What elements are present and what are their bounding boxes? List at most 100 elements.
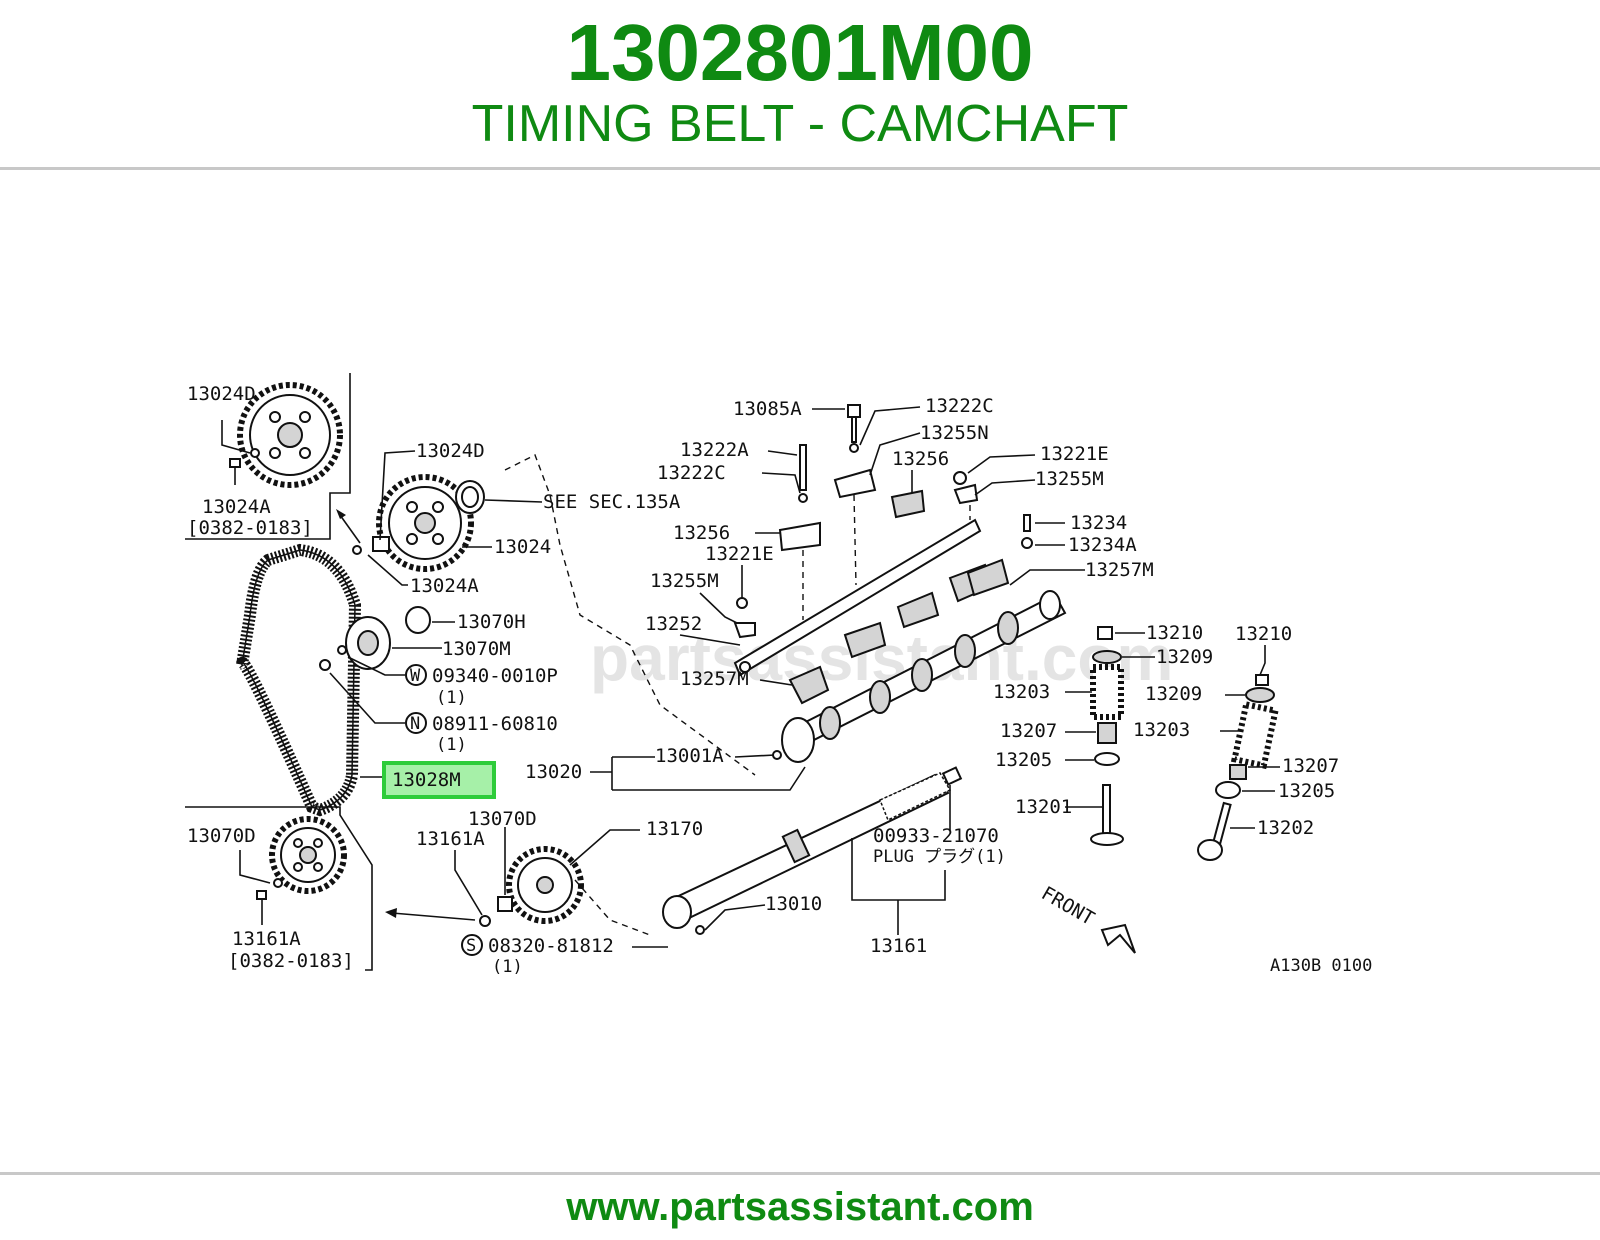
sprocket-top-left <box>237 382 343 488</box>
label-13234A: 13234A <box>1068 534 1137 556</box>
header-divider <box>0 167 1600 170</box>
rocker-shaft <box>733 518 982 677</box>
label-08911-60810: 08911-60810 <box>432 713 558 735</box>
tensioner-washer <box>337 645 347 655</box>
rocker-shaft-end <box>739 661 751 673</box>
label-13201: 13201 <box>1015 796 1072 818</box>
clip-13221E-top <box>953 471 967 485</box>
symbol-n: N <box>410 714 420 734</box>
page-header: 1302801M00 TIMING BELT - CAMCHAFT <box>0 0 1600 168</box>
leader <box>679 634 741 646</box>
arrow-inset-bottom <box>391 912 476 921</box>
label-13024: 13024 <box>494 536 551 558</box>
leader <box>974 479 1036 496</box>
label-13070H: 13070H <box>457 611 526 633</box>
label-13170: 13170 <box>646 818 703 840</box>
pin-13001A <box>772 750 782 760</box>
label-13085A: 13085A <box>733 398 802 420</box>
label-13070M: 13070M <box>442 638 511 660</box>
label-13255M-mid: 13255M <box>650 570 719 592</box>
label-00933-21070: 00933-21070 <box>873 825 999 847</box>
leader <box>761 472 801 494</box>
camshaft-sprocket <box>376 474 474 572</box>
label-s-qty: (1) <box>492 957 523 977</box>
washer-13222C-mid <box>798 493 808 503</box>
inset-frame-bottom <box>185 806 373 971</box>
label-13234: 13234 <box>1070 512 1127 534</box>
arrow-inset-top <box>339 514 361 544</box>
label-13252: 13252 <box>645 613 702 635</box>
label-09340-0010P: 09340-0010P <box>432 665 558 687</box>
arrow-head <box>385 908 397 918</box>
leader <box>767 450 798 456</box>
bolt-13085A <box>851 416 857 443</box>
label-13202: 13202 <box>1257 817 1314 839</box>
plate-13070D <box>497 896 513 912</box>
shaft-13010 <box>662 766 963 929</box>
label-13010: 13010 <box>765 893 822 915</box>
leader <box>1009 569 1085 586</box>
parts-diagram: partsassistant.com 13024D 13024A [0382-0… <box>180 345 1420 1010</box>
screw-13234 <box>1023 514 1031 532</box>
washer-bottom-left <box>273 878 283 888</box>
label-13024D-top: 13024D <box>187 383 256 405</box>
sprocket-bottom-left <box>269 816 347 894</box>
bolt-13161A <box>479 915 491 927</box>
camshaft-sprocket-lower <box>506 846 584 924</box>
leader <box>704 904 766 931</box>
label-13207-right: 13207 <box>1282 755 1339 777</box>
bracket-13256-top <box>890 489 926 519</box>
leader <box>329 672 405 724</box>
label-n-qty: (1) <box>436 735 467 755</box>
label-13256-top: 13256 <box>892 448 949 470</box>
label-range-bottom: [0382-0183] <box>228 950 354 972</box>
clip-13255M-top <box>953 483 979 505</box>
label-13161: 13161 <box>870 935 927 957</box>
label-13024A-top: 13024A <box>202 496 271 518</box>
footer-url[interactable]: www.partsassistant.com <box>566 1185 1034 1229</box>
valve-assembly-middle <box>1090 626 1124 846</box>
label-plug: PLUG プラグ(1) <box>873 847 1006 867</box>
clip-13255M <box>733 622 756 639</box>
label-13205-right: 13205 <box>1278 780 1335 802</box>
leader <box>759 679 793 686</box>
bolt-13024A <box>352 545 362 555</box>
label-13210-mid: 13210 <box>1146 622 1203 644</box>
dashed-line <box>853 494 857 586</box>
label-13221E-top: 13221E <box>1040 443 1109 465</box>
leader <box>967 454 1036 474</box>
diagram-code: A130B 0100 <box>1270 956 1372 976</box>
front-label: FRONT <box>1038 882 1099 930</box>
label-13161A-mid: 13161A <box>416 828 485 850</box>
stud-13222A <box>799 444 807 491</box>
label-13070D-mid: 13070D <box>468 808 537 830</box>
label-08320-81812: 08320-81812 <box>488 935 614 957</box>
symbol-n-circle <box>405 712 427 734</box>
label-13257M-right: 13257M <box>1085 559 1154 581</box>
leader <box>221 420 251 454</box>
label-13070D-left: 13070D <box>187 825 256 847</box>
highlight-13028M[interactable] <box>382 761 496 799</box>
label-w-qty: (1) <box>436 688 467 708</box>
label-13257M-left: 13257M <box>680 668 749 690</box>
label-13222C-top: 13222C <box>925 395 994 417</box>
label-13028M[interactable]: 13028M <box>392 769 461 791</box>
label-see-sec: SEE SEC.135A <box>543 491 681 513</box>
label-13203-mid: 13203 <box>993 681 1050 703</box>
label-13207-mid: 13207 <box>1000 720 1057 742</box>
label-13001A: 13001A <box>655 745 724 767</box>
label-13020: 13020 <box>525 761 582 783</box>
leader <box>869 432 921 476</box>
washer-13222C-top <box>849 443 859 453</box>
parts-diagram-svg: partsassistant.com 13024D 13024A [0382-0… <box>185 373 1372 977</box>
leader <box>484 499 543 503</box>
part-number-title: 1302801M00 <box>566 8 1034 97</box>
tensioner-hub <box>357 630 379 656</box>
label-13024D-mid: 13024D <box>416 440 485 462</box>
leader <box>859 406 921 446</box>
symbol-s: S <box>466 936 476 956</box>
tensioner-nut <box>319 659 331 671</box>
key-plate <box>372 536 390 552</box>
label-13255M-top: 13255M <box>1035 468 1104 490</box>
bracket-13255N <box>833 468 877 499</box>
